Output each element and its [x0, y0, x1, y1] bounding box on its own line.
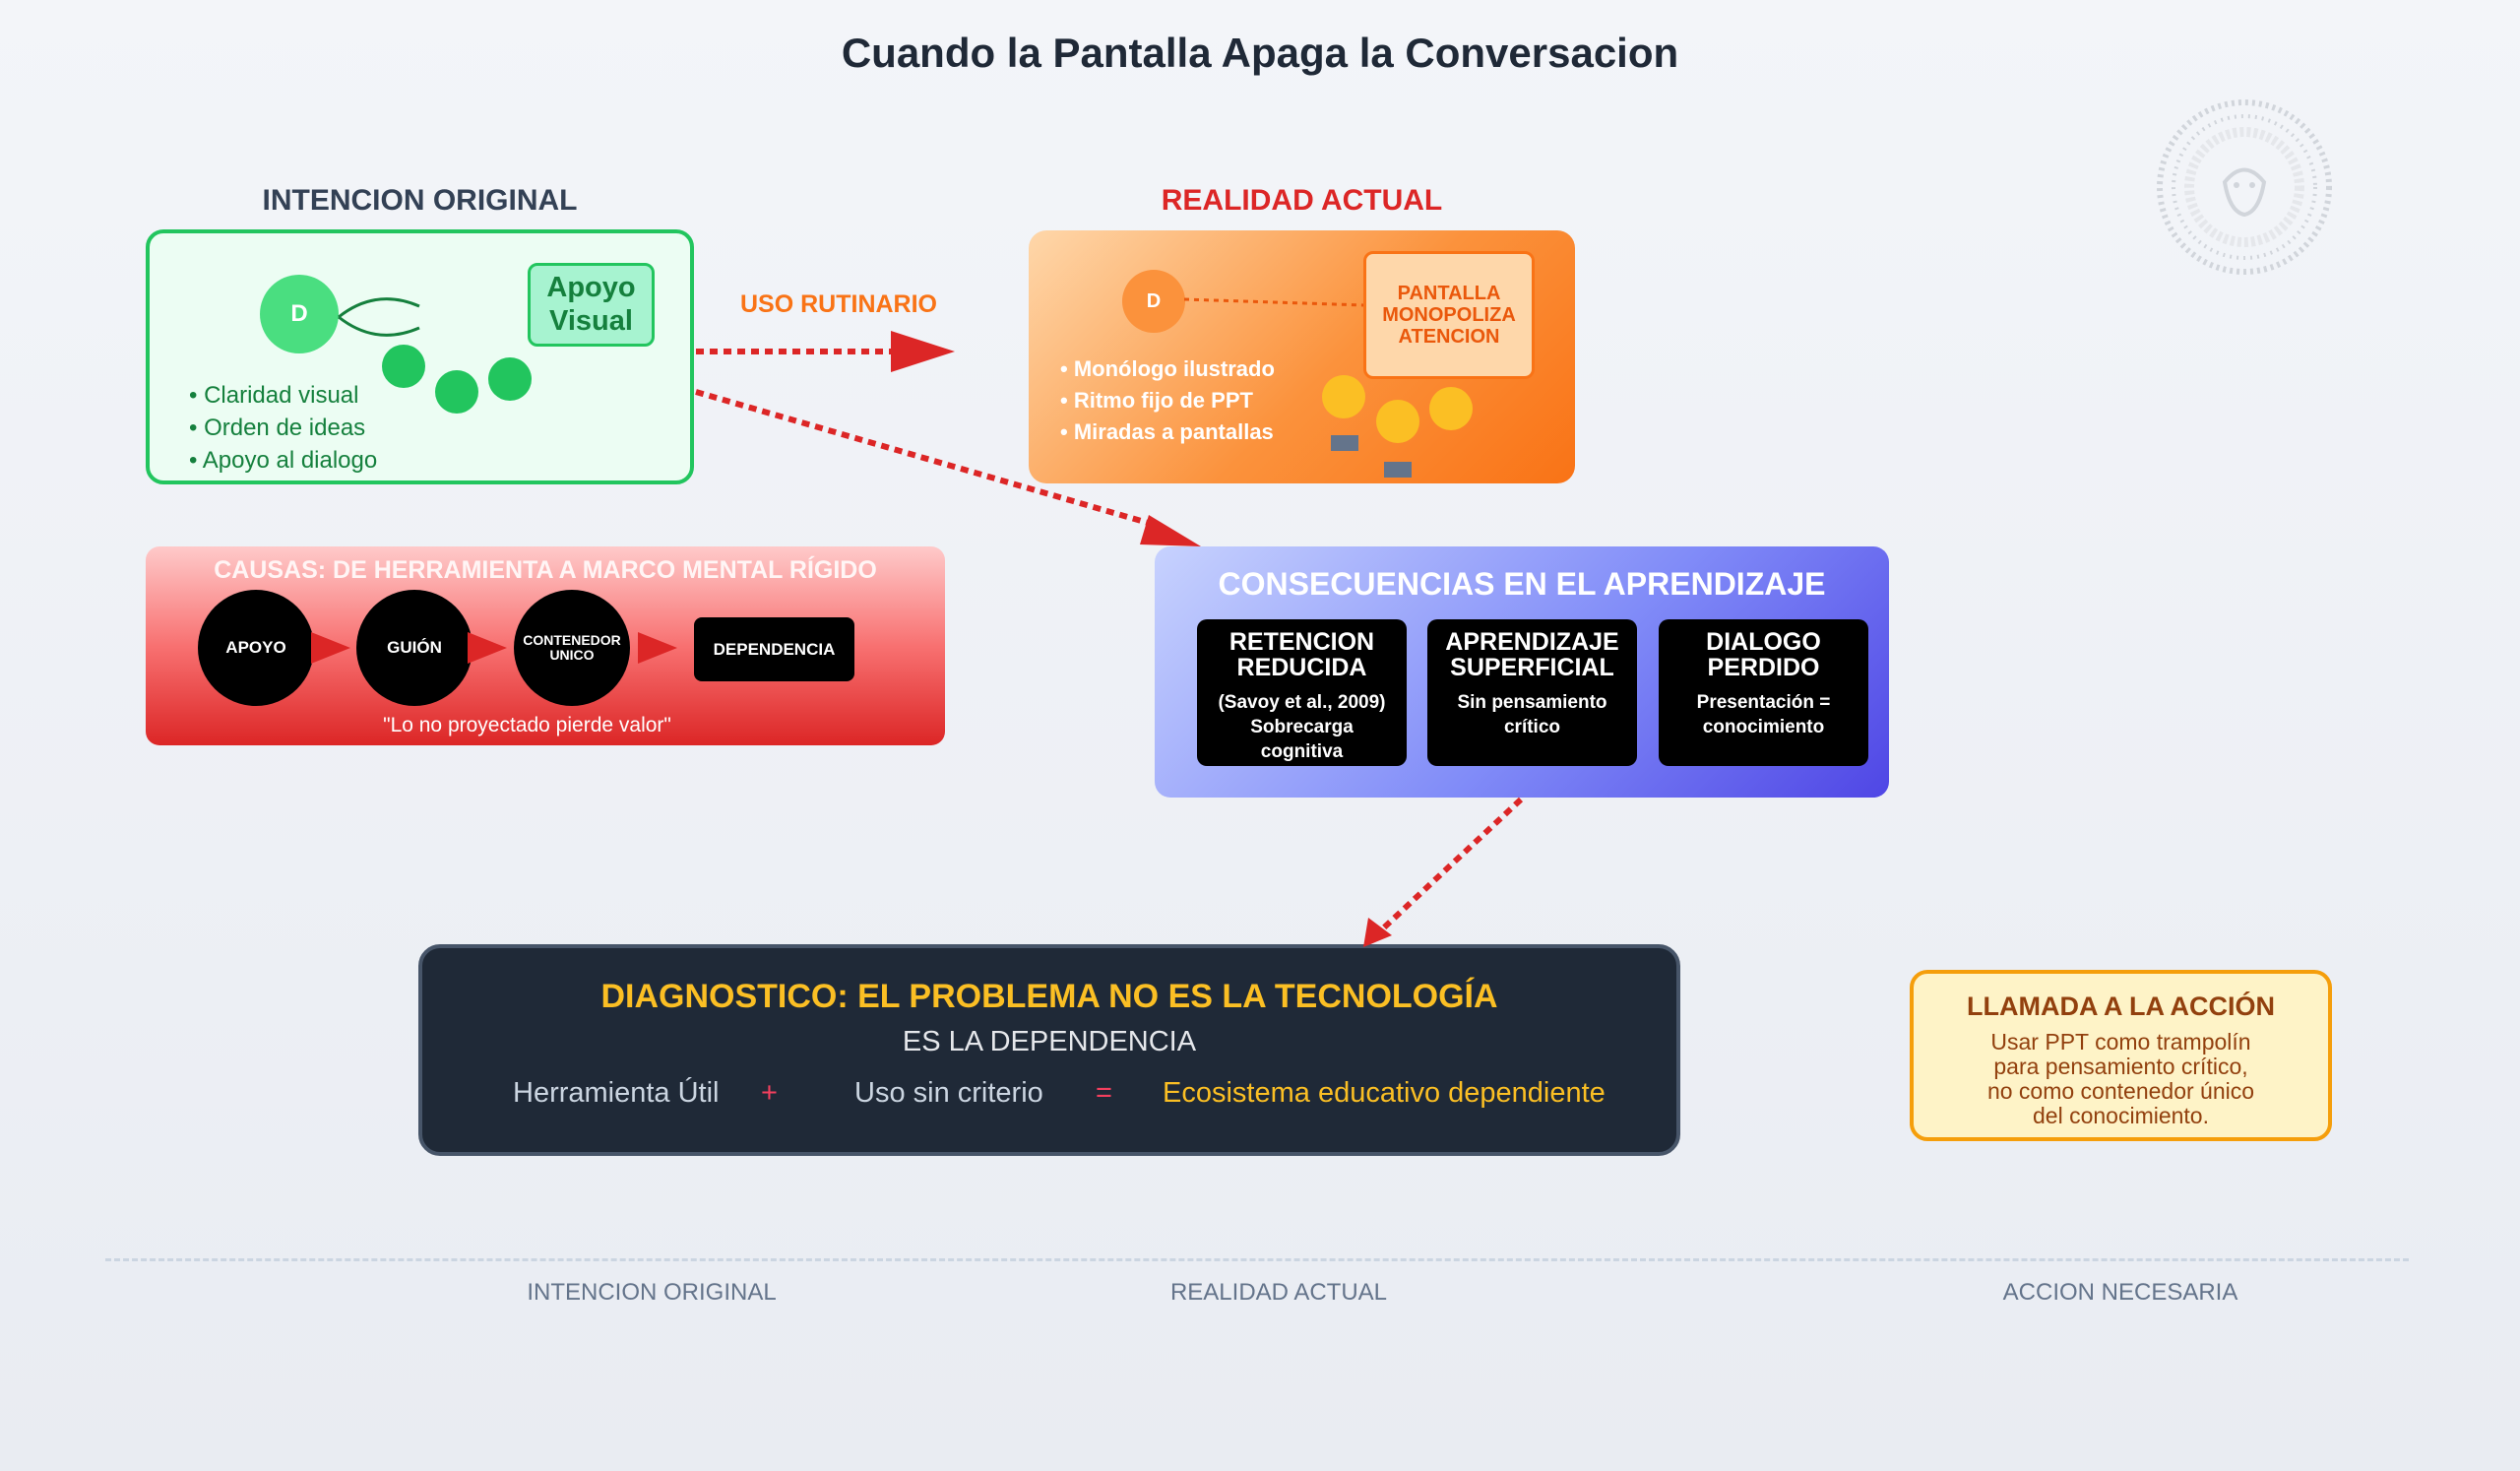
- step-label-line: CONTENEDOR: [523, 632, 621, 648]
- arrow-head-icon: [891, 331, 955, 372]
- step-label-line: UNICO: [549, 647, 595, 663]
- consequences-title: CONSECUENCIAS EN EL APRENDIZAJE: [1218, 566, 1826, 602]
- card-heading: RETENCION: [1228, 628, 1375, 656]
- equation-equals: =: [1096, 1077, 1112, 1109]
- card-line: conocimiento: [1702, 717, 1825, 737]
- cta-line: del conocimiento.: [2033, 1103, 2209, 1128]
- card-line: Sin pensamiento: [1457, 692, 1607, 713]
- screen-label-line: PANTALLA: [1397, 283, 1501, 304]
- student-dot: [435, 370, 478, 414]
- equation-term-usage: Uso sin criterio: [854, 1077, 1043, 1109]
- card-heading: PERDIDO: [1707, 654, 1820, 681]
- consequence-card-retention: RETENCION REDUCIDA (Savoy et al., 2009) …: [1197, 619, 1407, 766]
- equation-term-tool: Herramienta Útil: [513, 1077, 720, 1109]
- bullet-item: • Apoyo al dialogo: [189, 447, 378, 474]
- causes-box: CAUSAS: DE HERRAMIENTA A MARCO MENTAL RÍ…: [146, 546, 945, 745]
- visual-support-line: Visual: [549, 304, 633, 337]
- current-reality-box: D PANTALLA MONOPOLIZA ATENCION • Monólog…: [1029, 230, 1575, 483]
- card-heading: SUPERFICIAL: [1450, 654, 1614, 681]
- footer-label-reality: REALIDAD ACTUAL: [1169, 1279, 1388, 1306]
- card-line: crítico: [1503, 717, 1561, 737]
- step-arrow-icon: [468, 632, 507, 664]
- bullet-item: • Claridad visual: [189, 382, 359, 409]
- bullet-item: • Monólogo ilustrado: [1060, 356, 1275, 381]
- card-text: Sin pensamiento crítico: [1427, 690, 1637, 739]
- causes-quote: "Lo no proyectado pierde valor": [383, 714, 671, 736]
- diagnostic-title: DIAGNOSTICO: EL PROBLEMA NO ES LA TECNOL…: [600, 978, 1498, 1015]
- student-dot: [488, 357, 532, 401]
- step-apoyo: APOYO: [198, 590, 314, 706]
- original-heading: INTENCION ORIGINAL: [262, 184, 578, 217]
- equation-plus: +: [761, 1077, 778, 1109]
- visual-support-card: Apoyo Visual: [528, 263, 655, 347]
- step-contenedor-unico: CONTENEDOR UNICO: [514, 590, 630, 706]
- student-dot: [1429, 387, 1473, 430]
- to-consequences-arrow: [695, 389, 1163, 530]
- footer-label-original: INTENCION ORIGINAL: [527, 1279, 777, 1306]
- consequence-card-superficial: APRENDIZAJE SUPERFICIAL Sin pensamiento …: [1427, 619, 1637, 766]
- dotted-connector-icon: [1184, 297, 1365, 307]
- to-diagnostic-arrow: [1380, 797, 1524, 931]
- decorative-seal-icon: [2157, 99, 2332, 275]
- card-line: Sobrecarga: [1250, 717, 1354, 737]
- cta-title: LLAMADA A LA ACCIÓN: [1967, 991, 2275, 1021]
- screen-label-line: ATENCION: [1398, 326, 1500, 348]
- visual-support-line: Apoyo: [546, 272, 636, 304]
- reality-bullets: • Monólogo ilustrado • Ritmo fijo de PPT…: [1060, 353, 1275, 448]
- card-heading: DIALOGO: [1706, 628, 1821, 656]
- arrow-head-icon: [1140, 515, 1201, 546]
- student-dot: [382, 345, 425, 388]
- diagnostic-subtitle: ES LA DEPENDENCIA: [902, 1026, 1197, 1057]
- step-arrow-icon: [311, 632, 350, 664]
- card-heading: APRENDIZAJE: [1445, 628, 1619, 656]
- student-dot: [1376, 400, 1419, 443]
- screen-monopolizes-card: PANTALLA MONOPOLIZA ATENCION: [1363, 251, 1535, 379]
- diagnostic-box: DIAGNOSTICO: EL PROBLEMA NO ES LA TECNOL…: [418, 944, 1680, 1156]
- cta-line: para pensamiento crítico,: [1993, 1054, 2248, 1079]
- footer-divider: [105, 1258, 2409, 1261]
- screen-label-line: MONOPOLIZA: [1382, 304, 1516, 326]
- routine-use-label: USO RUTINARIO: [740, 290, 937, 318]
- card-heading: REDUCIDA: [1236, 654, 1367, 681]
- causes-title: CAUSAS: DE HERRAMIENTA A MARCO MENTAL RÍ…: [214, 556, 877, 584]
- teacher-avatar: D: [260, 275, 339, 353]
- original-bullets: • Claridad visual • Orden de ideas • Apo…: [189, 379, 377, 477]
- consequences-box: CONSECUENCIAS EN EL APRENDIZAJE RETENCIO…: [1155, 546, 1889, 798]
- card-text: Presentación = conocimiento: [1659, 690, 1868, 739]
- step-dependencia: DEPENDENCIA: [694, 617, 854, 681]
- original-intention-box: D Apoyo Visual • Claridad visual • Orden…: [146, 229, 694, 484]
- cta-text: Usar PPT como trampolín para pensamiento…: [1933, 1030, 2308, 1128]
- footer-label-action: ACCION NECESARIA: [2002, 1279, 2238, 1306]
- cta-line: Usar PPT como trampolín: [1990, 1029, 2251, 1055]
- phone-icon: [1331, 435, 1358, 451]
- card-line: Presentación =: [1696, 692, 1831, 713]
- card-line: (Savoy et al., 2009): [1218, 692, 1386, 713]
- page-title: Cuando la Pantalla Apaga la Conversacion: [841, 30, 1679, 76]
- bullet-item: • Orden de ideas: [189, 415, 366, 441]
- card-text: (Savoy et al., 2009) Sobrecarga cognitiv…: [1197, 690, 1407, 764]
- reality-heading: REALIDAD ACTUAL: [1161, 184, 1443, 217]
- cta-line: no como contenedor único: [1986, 1078, 2255, 1104]
- teacher-avatar: D: [1122, 270, 1185, 333]
- bullet-item: • Miradas a pantallas: [1060, 419, 1274, 444]
- consequence-card-dialogue: DIALOGO PERDIDO Presentación = conocimie…: [1659, 619, 1868, 766]
- bullet-item: • Ritmo fijo de PPT: [1060, 388, 1253, 413]
- step-guion: GUIÓN: [356, 590, 472, 706]
- phone-icon: [1384, 462, 1412, 478]
- equation-result: Ecosistema educativo dependiente: [1163, 1077, 1606, 1109]
- student-dot: [1322, 375, 1365, 418]
- step-arrow-icon: [638, 632, 677, 664]
- card-line: cognitiva: [1260, 741, 1344, 762]
- arrow-head-icon: [1363, 918, 1392, 947]
- call-to-action-box: LLAMADA A LA ACCIÓN Usar PPT como trampo…: [1910, 970, 2332, 1141]
- dialogue-wave-icon: [338, 297, 420, 337]
